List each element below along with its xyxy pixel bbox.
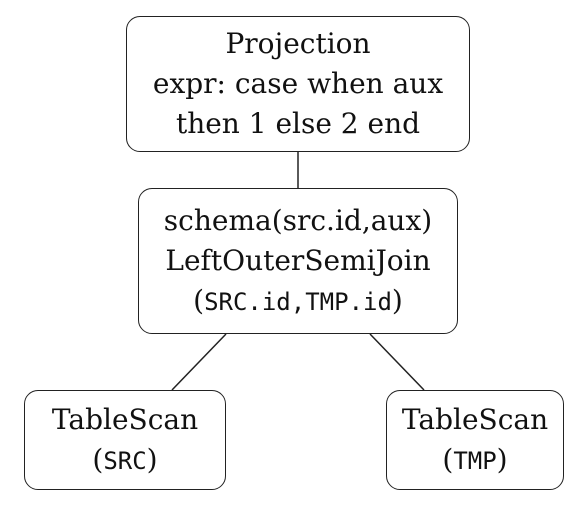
tablescan-src-node: TableScan (SRC)	[24, 390, 226, 490]
join-keys-close-paren: )	[391, 283, 403, 317]
join-key-left: SRC.id	[204, 287, 291, 316]
tablescan-tmp-label: TableScan	[401, 402, 549, 436]
edge-join-to-scan-src	[171, 333, 227, 391]
join-node: schema(src.id,aux) LeftOuterSemiJoin (SR…	[138, 188, 458, 334]
tablescan-tmp-open-paren: (	[442, 442, 454, 476]
join-key-separator: ,	[290, 287, 306, 316]
projection-expr-line-2: then 1 else 2 end	[175, 107, 421, 140]
tablescan-tmp-table: (TMP)	[442, 440, 507, 481]
tablescan-tmp-node: TableScan (TMP)	[386, 390, 564, 490]
projection-title: Projection	[225, 27, 371, 60]
edge-join-to-scan-tmp	[369, 333, 425, 391]
tablescan-src-label: TableScan	[51, 402, 199, 436]
tablescan-src-table: (SRC)	[92, 440, 157, 481]
tablescan-src-close-paren: )	[146, 442, 158, 476]
join-schema: schema(src.id,aux)	[163, 203, 433, 237]
join-keys-open-paren: (	[193, 283, 205, 317]
join-key-right: TMP.id	[305, 287, 392, 316]
tablescan-src-table-name: SRC	[103, 446, 147, 475]
tablescan-tmp-close-paren: )	[496, 442, 508, 476]
projection-expr-line-1: expr: case when aux	[152, 67, 444, 100]
tablescan-src-open-paren: (	[92, 442, 104, 476]
join-keys: (SRC.id,TMP.id)	[193, 281, 403, 322]
tablescan-tmp-table-name: TMP	[453, 446, 497, 475]
join-type: LeftOuterSemiJoin	[165, 243, 431, 277]
projection-node: Projection expr: case when aux then 1 el…	[126, 16, 470, 152]
